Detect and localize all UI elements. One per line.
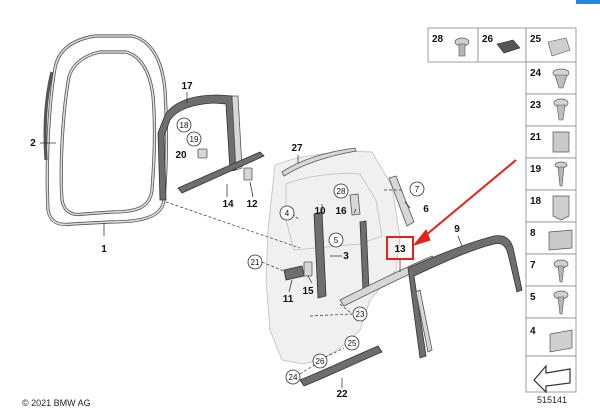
circled-28: 28 bbox=[337, 187, 346, 196]
diagram-id: 515141 bbox=[537, 395, 567, 405]
part-12 bbox=[243, 167, 253, 181]
panel-label-24: 24 bbox=[530, 68, 542, 79]
circled-25: 25 bbox=[348, 339, 357, 348]
copyright-text: © 2021 BMW AG bbox=[22, 398, 91, 408]
top-bar-accent bbox=[576, 0, 600, 4]
circled-7: 7 bbox=[415, 185, 420, 194]
panel-label-8: 8 bbox=[530, 228, 536, 239]
panel-label-21: 21 bbox=[530, 132, 542, 143]
panel-label-23: 23 bbox=[530, 100, 542, 111]
highlight-box-13 bbox=[386, 236, 414, 260]
clip-25-icon bbox=[547, 37, 571, 57]
circled-26: 26 bbox=[316, 357, 325, 366]
sill-22 bbox=[299, 345, 383, 387]
callout-3: 3 bbox=[343, 251, 349, 262]
bracket-8-icon bbox=[548, 229, 573, 251]
pillar-10 bbox=[313, 211, 327, 299]
callout-22: 22 bbox=[336, 389, 348, 400]
part-15 bbox=[303, 261, 313, 277]
clip-23-icon bbox=[553, 98, 569, 121]
screw-19-icon bbox=[554, 161, 568, 187]
part-16 bbox=[349, 193, 361, 216]
circled-21: 21 bbox=[251, 258, 260, 267]
panel-label-18: 18 bbox=[530, 196, 542, 207]
callout-9: 9 bbox=[454, 224, 460, 235]
screw-28-icon bbox=[454, 37, 470, 57]
window-frame-9-inner bbox=[415, 289, 433, 353]
clip-20-part bbox=[197, 148, 208, 159]
callout-17: 17 bbox=[181, 81, 193, 92]
panel-label-7: 7 bbox=[530, 260, 536, 271]
panel-label-28: 28 bbox=[432, 34, 444, 45]
screw-7-icon bbox=[553, 259, 569, 283]
callout-16: 16 bbox=[335, 206, 347, 217]
circled-4: 4 bbox=[285, 209, 290, 218]
circled-24: 24 bbox=[289, 373, 298, 382]
callout-14: 14 bbox=[222, 199, 234, 210]
callout-6: 6 bbox=[423, 204, 429, 215]
callout-10: 10 bbox=[314, 206, 326, 217]
callouts: 2 1 17 14 12 27 10 16 6 3 13 9 11 15 22 bbox=[30, 81, 460, 400]
clip-18-icon bbox=[552, 195, 570, 221]
callout-27: 27 bbox=[291, 143, 303, 154]
circled-5: 5 bbox=[334, 236, 339, 245]
callout-20: 20 bbox=[175, 150, 187, 161]
clip-24-icon bbox=[552, 68, 570, 89]
panel-label-4: 4 bbox=[530, 326, 536, 337]
window-frame-9 bbox=[407, 235, 523, 359]
door-panel bbox=[265, 151, 401, 365]
belt-strip-14 bbox=[177, 151, 265, 194]
panel-label-19: 19 bbox=[530, 164, 542, 175]
panel-label-5: 5 bbox=[530, 292, 536, 303]
circled-23: 23 bbox=[356, 310, 365, 319]
circled-18: 18 bbox=[180, 121, 189, 130]
strip-6 bbox=[388, 175, 415, 227]
strip-27 bbox=[281, 147, 357, 177]
nut-4-icon bbox=[549, 329, 573, 353]
direction-arrow-icon bbox=[533, 364, 571, 394]
panel-label-25: 25 bbox=[530, 34, 542, 45]
circled-callouts: 18 19 20 4 5 28 7 21 23 25 26 24 bbox=[175, 117, 425, 385]
screw-5-icon bbox=[553, 290, 569, 315]
callout-2: 2 bbox=[30, 138, 36, 149]
clip-21-icon bbox=[552, 131, 570, 153]
panel-label-26: 26 bbox=[482, 34, 494, 45]
callout-15: 15 bbox=[302, 286, 314, 297]
callout-13: 13 bbox=[394, 244, 406, 255]
circled-19: 19 bbox=[190, 135, 199, 144]
red-arrow bbox=[412, 159, 517, 246]
callout-11: 11 bbox=[283, 294, 294, 305]
pad-26-icon bbox=[496, 39, 521, 54]
parts-panel: 28 26 25 24 23 21 19 bbox=[427, 27, 577, 394]
door-seal bbox=[43, 34, 169, 227]
callout-12: 12 bbox=[246, 199, 258, 210]
callout-1: 1 bbox=[101, 244, 107, 255]
window-frame-trim bbox=[157, 94, 243, 201]
